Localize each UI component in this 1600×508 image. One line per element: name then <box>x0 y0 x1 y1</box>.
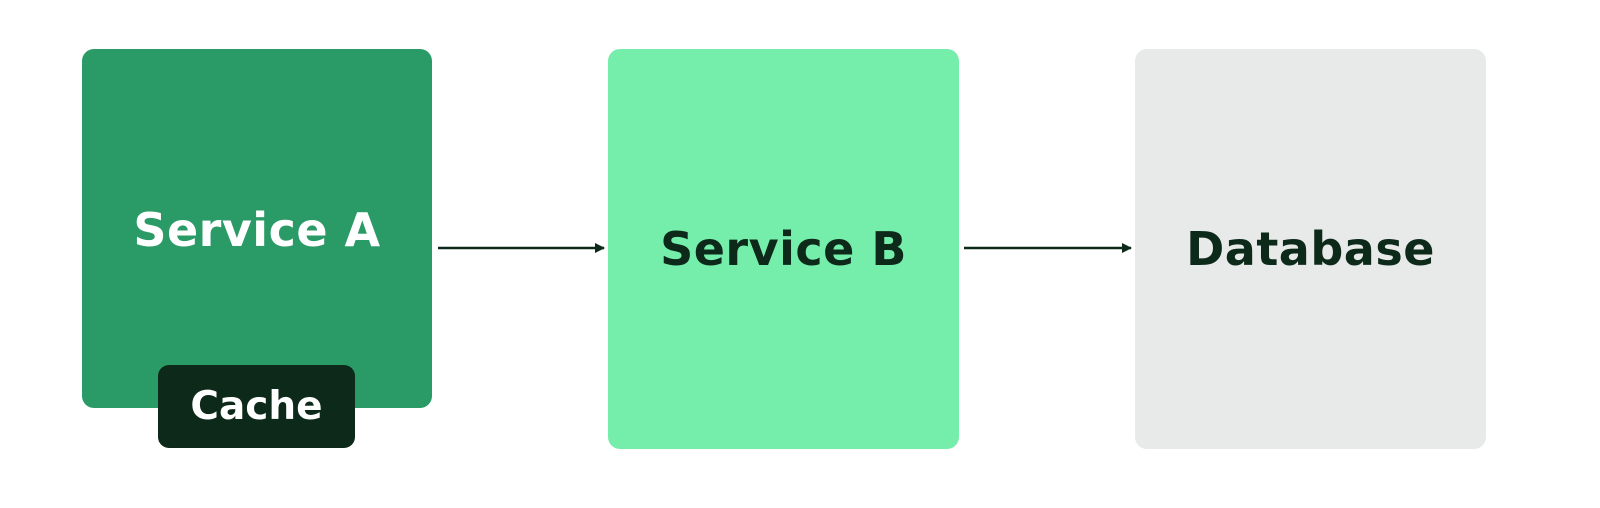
service-a-node: Service A <box>82 49 432 408</box>
service-b-label: Service B <box>660 222 907 276</box>
database-label: Database <box>1186 222 1435 276</box>
database-node: Database <box>1135 49 1486 449</box>
cache-label: Cache <box>190 384 323 429</box>
service-b-node: Service B <box>608 49 959 449</box>
cache-badge: Cache <box>158 365 355 448</box>
service-a-label: Service A <box>133 203 381 257</box>
